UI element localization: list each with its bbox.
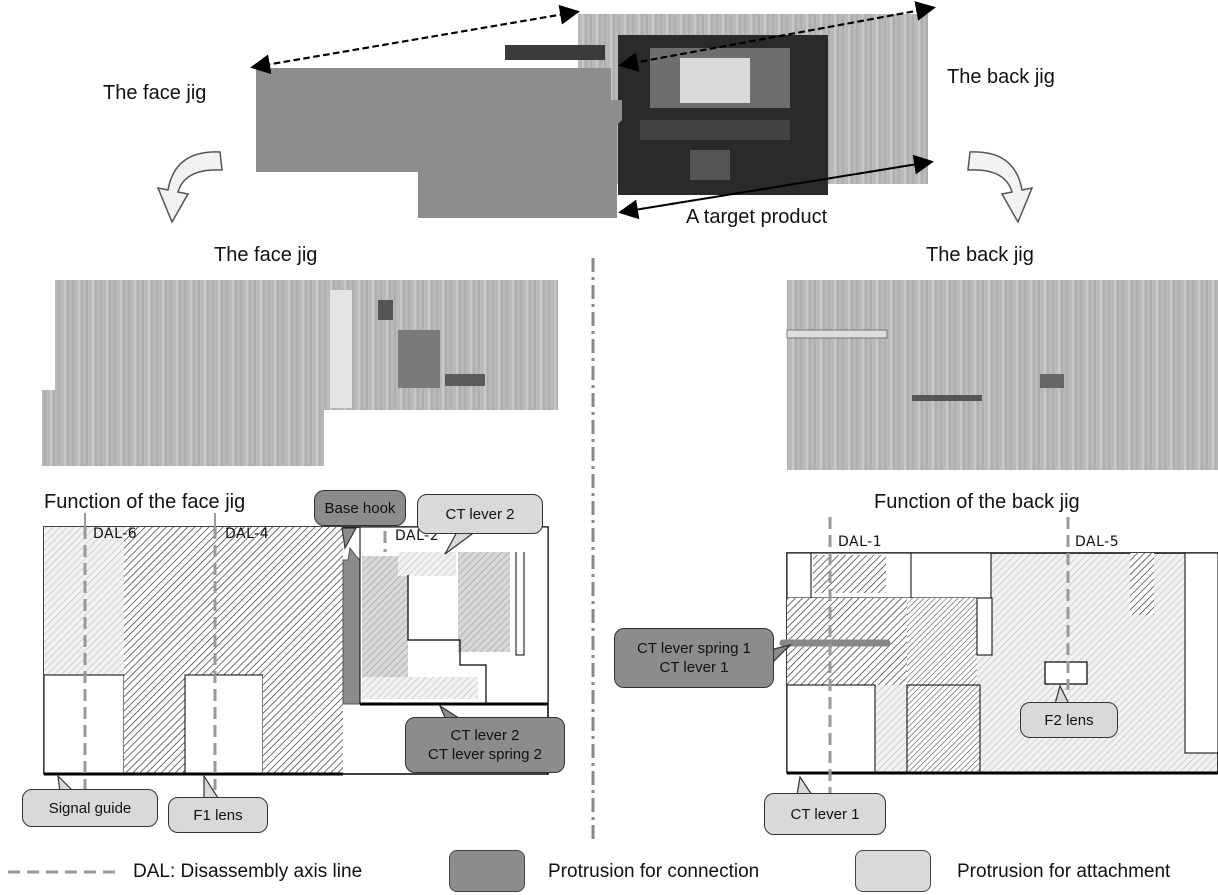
dal-5-label: DAL-5: [1075, 534, 1120, 550]
back-jig-function-title: Function of the back jig: [874, 491, 1080, 513]
base-hook-callout: Base hook: [314, 490, 406, 526]
dal-1-label: DAL-1: [838, 534, 883, 550]
legend-attachment-text: Protrusion for attachment: [957, 861, 1171, 882]
top-back-jig-label: The back jig: [947, 66, 1055, 88]
face-jig-schematic: [43, 526, 549, 776]
top-face-jig-label: The face jig: [103, 82, 207, 104]
ct-lever-spring-1-callout: CT lever spring 1 CT lever 1: [614, 628, 774, 688]
dal-6-label: DAL-6: [93, 526, 138, 542]
callout-line: CT lever spring 1: [637, 640, 751, 657]
face-jig-photo: [42, 280, 558, 466]
ct-lever-2-spring-callout: CT lever 2 CT lever spring 2: [405, 717, 565, 773]
callout-line: CT lever 2: [450, 727, 520, 744]
legend-connection-swatch: [449, 850, 525, 892]
curved-arrow-left: [156, 151, 223, 224]
f1-lens-callout: F1 lens: [168, 797, 268, 833]
back-jig-title: The back jig: [926, 244, 1034, 266]
legend-connection-text: Protrusion for connection: [548, 861, 760, 882]
callout-line: CT lever spring 2: [428, 746, 542, 763]
face-jig-function-title: Function of the face jig: [44, 491, 246, 513]
top-assembly-photo: [250, 1, 936, 220]
dal-4-label: DAL-4: [225, 526, 270, 542]
target-product-label: A target product: [686, 206, 828, 228]
f2-lens-callout: F2 lens: [1020, 702, 1118, 738]
callout-line: CT lever 1: [659, 659, 729, 676]
ct-lever-2-callout: CT lever 2: [417, 494, 543, 534]
legend-attachment-swatch: [855, 850, 931, 892]
ct-lever-1-callout: CT lever 1: [764, 793, 886, 835]
face-jig-title: The face jig: [214, 244, 318, 266]
back-jig-photo: [786, 280, 1218, 470]
signal-guide-callout: Signal guide: [22, 789, 158, 827]
face-jig-plate: [256, 68, 622, 218]
back-jig-schematic: [779, 552, 1218, 775]
legend-dal-text: DAL: Disassembly axis line: [133, 861, 363, 882]
curved-arrow-right: [967, 151, 1034, 224]
